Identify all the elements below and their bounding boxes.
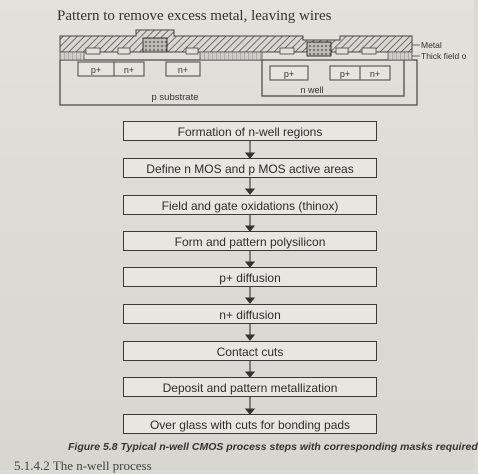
flow-step-9: Over glass with cuts for bonding pads [123,414,377,434]
flow-step-1: Formation of n-well regions [123,121,377,141]
flow-step-6: n+ diffusion [123,304,377,324]
flow-step-5: p+ diffusion [123,267,377,287]
diffusion-label: p+ [284,69,294,79]
diffusion-n-plus-1 [113,61,145,77]
diffusion-n-plus-2 [165,61,201,77]
diffusion-label: p+ [340,69,350,79]
poly-gate-nmos [142,37,168,53]
field-oxide-label: Thick field o [421,51,467,61]
diffusion-label: n+ [178,65,188,75]
figure-heading: Pattern to remove excess metal, leaving … [57,8,332,24]
flow-step-3: Field and gate oxidations (thinox) [123,195,377,215]
field-oxide-mid [199,51,263,61]
flow-step-4: Form and pattern polysilicon [123,231,377,251]
diffusion-label: n+ [124,65,134,75]
flow-step-2: Define n MOS and p MOS active areas [123,158,377,178]
diffusion-n-plus-3 [359,65,391,81]
poly-gate-pmos [306,41,332,57]
flow-step-7: Contact cuts [123,341,377,361]
next-section-heading: 5.1.4.2 The n-well process [14,458,152,473]
flow-step-8: Deposit and pattern metallization [123,377,377,397]
n-well-label: n well [300,85,323,95]
diffusion-label: n+ [370,69,380,79]
diffusion-p-plus-2 [269,65,309,81]
figure-caption: Figure 5.8 Typical n-well CMOS process s… [68,441,478,453]
field-oxide-left [59,51,85,61]
diffusion-label: p+ [91,65,101,75]
n-well-region [261,60,405,97]
metal-label: Metal [421,40,442,50]
substrate-label: p substrate [152,92,199,103]
cmos-cross-section: p+ n+ n+ p+ p+ n+ n well p substrate Met… [59,29,467,106]
